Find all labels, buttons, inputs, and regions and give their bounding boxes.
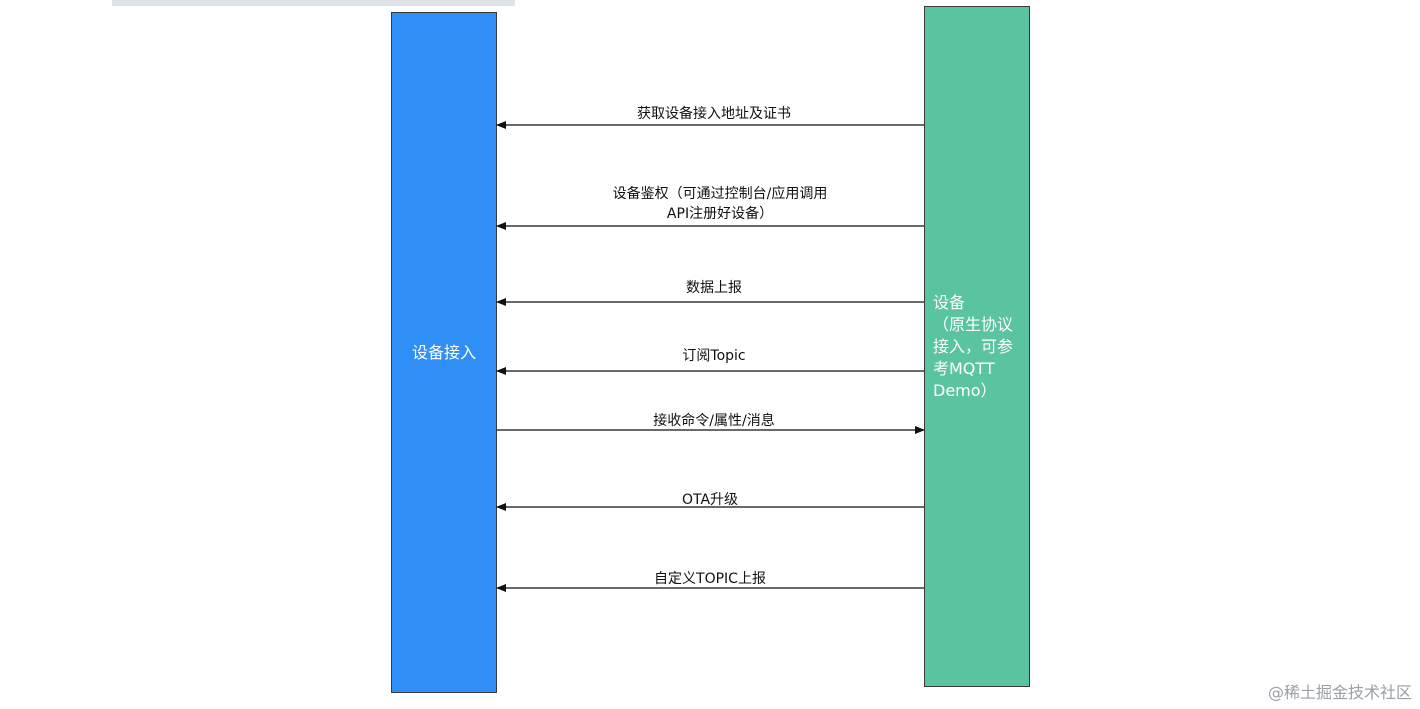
message-label-subscribe-topic: 订阅Topic	[682, 348, 746, 364]
top-scroll-bar	[112, 0, 515, 6]
message-label-receive-command: 接收命令/属性/消息	[653, 413, 775, 429]
message-label-ota-upgrade: OTA升级	[681, 492, 739, 508]
message-label-auth: 设备鉴权（可通过控制台/应用调用 API注册好设备）	[612, 186, 828, 222]
message-label-get-address: 获取设备接入地址及证书	[637, 106, 791, 122]
device-access-lane-label: 设备接入	[411, 342, 476, 362]
device-access-lane: 设备接入	[391, 12, 497, 693]
message-label-data-report: 数据上报	[686, 280, 742, 296]
watermark: @稀土掘金技术社区	[1267, 683, 1412, 702]
message-label-custom-topic: 自定义TOPIC上报	[654, 571, 766, 587]
device-lane-label: 设备 （原生协议 接入，可参 考MQTT Demo）	[933, 292, 1014, 400]
device-lane: 设备 （原生协议 接入，可参 考MQTT Demo）	[924, 6, 1030, 687]
